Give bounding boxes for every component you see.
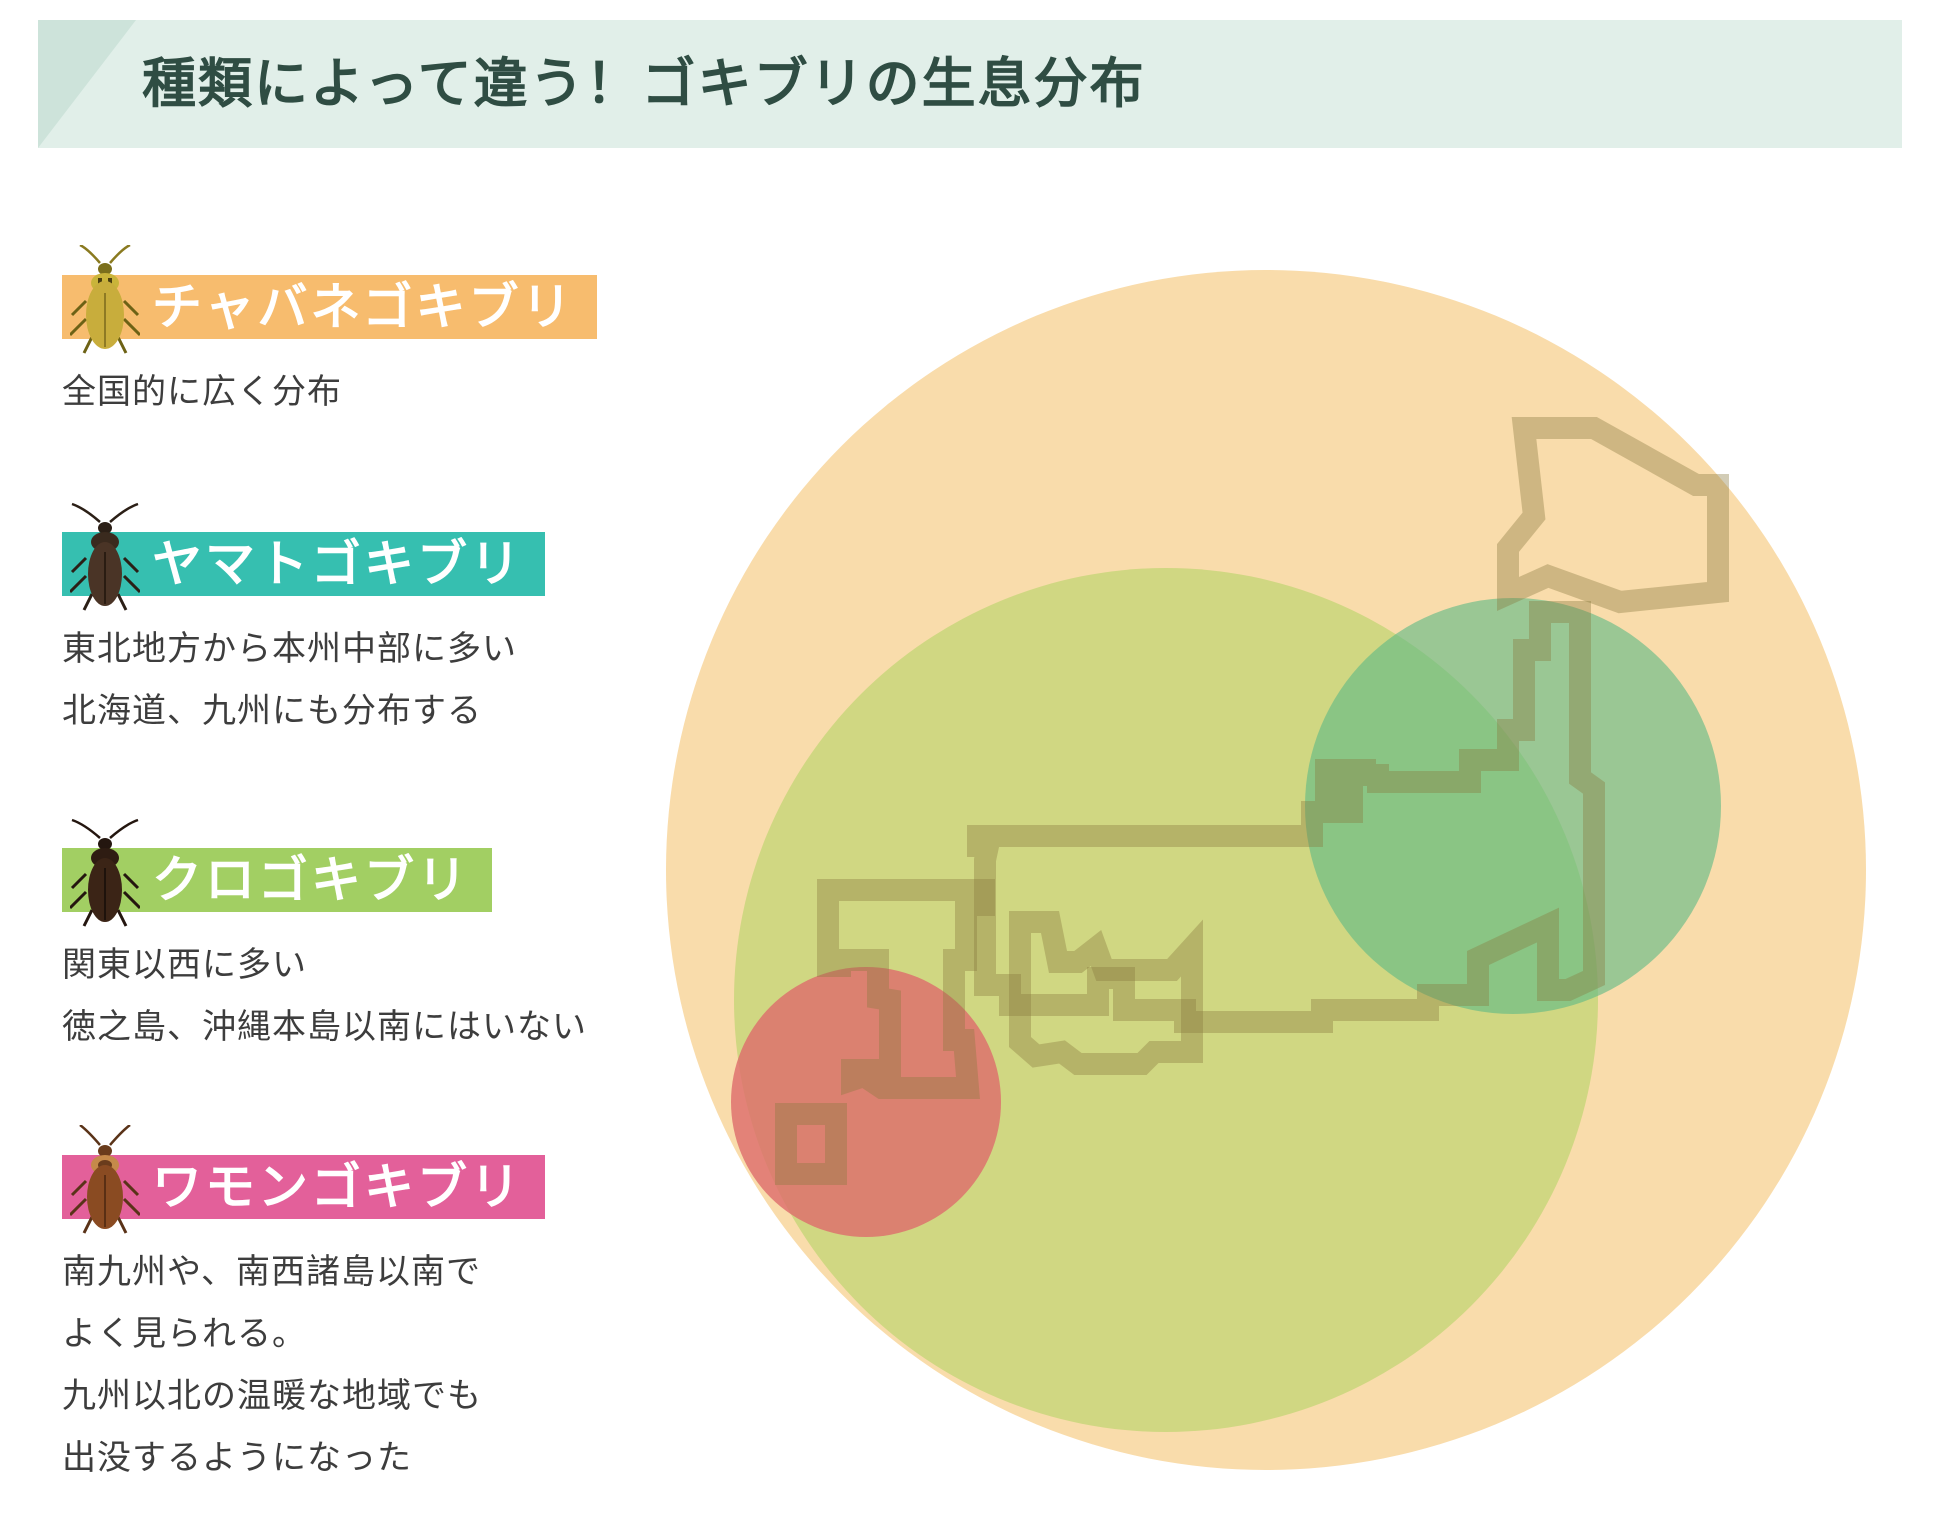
- species-desc-kuro: 関東以西に多い 徳之島、沖縄本島以南にはいない: [62, 934, 587, 1058]
- species-desc-chabane: 全国的に広く分布: [62, 361, 597, 423]
- species-name-kuro: クロゴキブリ: [152, 851, 470, 909]
- species-chabane: チャバネゴキブリ 全国的に広く分布: [62, 245, 597, 423]
- desc-line: 北海道、九州にも分布する: [62, 691, 482, 731]
- species-label-chabane: チャバネゴキブリ: [62, 245, 597, 354]
- species-label-kuro: クロゴキブリ: [62, 818, 492, 927]
- kyushu-outline: [817, 879, 995, 1099]
- species-kuro: クロゴキブリ 関東以西に多い 徳之島、沖縄本島以南にはいない: [62, 818, 587, 1058]
- wamon-range-circle: [731, 967, 1001, 1237]
- yamato-range-circle: [1305, 598, 1721, 1014]
- desc-line: 九州以北の温暖な地域でも: [62, 1376, 482, 1416]
- desc-line: 出没するようになった: [62, 1438, 412, 1478]
- desc-line: よく見られる。: [62, 1314, 307, 1354]
- japan-map-outline: [775, 417, 1729, 1185]
- species-name-chabane: チャバネゴキブリ: [152, 278, 575, 336]
- species-name-wamon: ワモンゴキブリ: [152, 1158, 523, 1216]
- hokkaido-outline: [1497, 417, 1729, 614]
- desc-line: 東北地方から本州中部に多い: [62, 629, 517, 669]
- german-cockroach-icon: [70, 245, 140, 354]
- southern-island-outline: [775, 1103, 847, 1185]
- title-banner-accent: [38, 20, 136, 148]
- american-cockroach-icon: [70, 1125, 140, 1234]
- desc-line: 南九州や、南西諸島以南で: [62, 1252, 481, 1292]
- species-wamon: ワモンゴキブリ 南九州や、南西諸島以南で よく見られる。 九州以北の温暖な地域で…: [62, 1125, 545, 1489]
- desc-line: 徳之島、沖縄本島以南にはいない: [62, 1007, 587, 1047]
- desc-line: 全国的に広く分布: [62, 372, 342, 412]
- smokybrown-cockroach-icon: [70, 818, 140, 927]
- species-name-yamato: ヤマトゴキブリ: [152, 535, 523, 593]
- species-label-yamato: ヤマトゴキブリ: [62, 502, 545, 611]
- species-desc-wamon: 南九州や、南西諸島以南で よく見られる。 九州以北の温暖な地域でも 出没するよう…: [62, 1241, 545, 1489]
- honshu-outline: [967, 601, 1605, 1033]
- species-label-wamon: ワモンゴキブリ: [62, 1125, 545, 1234]
- page-title: 種類によって違う！ゴキブリの生息分布: [142, 52, 1146, 115]
- title-banner: 種類によって違う！ゴキブリの生息分布: [38, 20, 1902, 148]
- shikoku-outline: [1009, 911, 1203, 1075]
- species-yamato: ヤマトゴキブリ 東北地方から本州中部に多い 北海道、九州にも分布する: [62, 502, 545, 742]
- desc-line: 関東以西に多い: [62, 945, 307, 985]
- japanese-cockroach-icon: [70, 502, 140, 611]
- species-desc-yamato: 東北地方から本州中部に多い 北海道、九州にも分布する: [62, 618, 545, 742]
